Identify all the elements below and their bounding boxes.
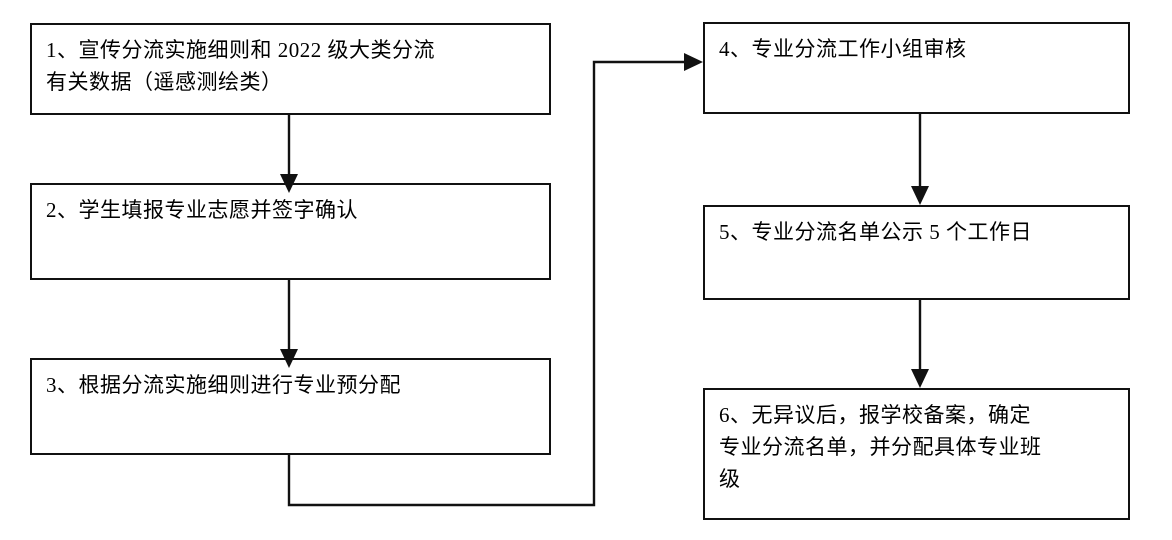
arrowhead-icon: [911, 369, 929, 388]
arrowhead-icon: [911, 186, 929, 205]
arrowhead-icon: [684, 53, 703, 71]
edge-node1-to-node2: [280, 115, 298, 193]
edge-node4-to-node5: [911, 114, 929, 205]
flow-node-6[interactable]: 6、无异议后，报学校备案，确定 专业分流名单，并分配具体专业班 级: [703, 388, 1130, 520]
flow-node-4[interactable]: 4、专业分流工作小组审核: [703, 22, 1130, 114]
edge-node5-to-node6: [911, 300, 929, 388]
flow-node-5[interactable]: 5、专业分流名单公示 5 个工作日: [703, 205, 1130, 300]
flow-node-3[interactable]: 3、根据分流实施细则进行专业预分配: [30, 358, 551, 455]
edge-node2-to-node3: [280, 280, 298, 368]
flow-node-2[interactable]: 2、学生填报专业志愿并签字确认: [30, 183, 551, 280]
flow-node-1[interactable]: 1、宣传分流实施细则和 2022 级大类分流 有关数据（遥感测绘类）: [30, 23, 551, 115]
